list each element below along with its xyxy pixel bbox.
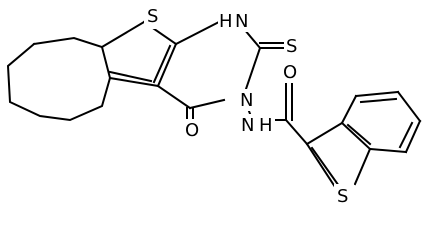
pyrimidine-bond-4 (188, 98, 226, 110)
sulfur-ring-label: S (147, 6, 158, 27)
cyclooctane-ring (6, 36, 112, 122)
atom-labels: S H N S N O N H O S (144, 3, 354, 207)
benzothiophene-ring-double (310, 146, 341, 188)
benzene-double-1 (359, 97, 398, 104)
benzene-5 (368, 147, 408, 154)
ring-oxygen-label: O (185, 120, 199, 141)
thiophene-double-2 (152, 44, 172, 84)
benzothiophene-link (284, 118, 309, 146)
pyrimidine-bond-3 (244, 46, 262, 91)
thiophene-bond-1 (100, 20, 146, 49)
bonds (6, 20, 422, 192)
benzothiophene-ring-1 (305, 121, 344, 146)
carbonyl-oxygen-label: O (283, 62, 297, 83)
benzothiophene-ring-4 (305, 142, 339, 192)
pyrimidine-bond-5 (156, 84, 192, 110)
chemical-structure-canvas: S H N S N O N H O S (6, 3, 422, 207)
thiophene-double-1 (108, 70, 153, 83)
amide-nitrogen-label: N (240, 90, 253, 111)
hydrogen-label: H (219, 11, 233, 32)
pyrimidine-bond-1 (174, 20, 221, 46)
benzene-4 (404, 119, 422, 154)
thiophene-bond-4 (108, 76, 160, 88)
benzene-double-2 (398, 121, 414, 149)
benzene-double-3 (346, 123, 372, 146)
benzene-2 (354, 90, 400, 98)
molecule-diagram: S H N S N O N H O S (6, 3, 422, 207)
amide-hydrogen-label: H (259, 115, 273, 136)
benzothiophene-sulfur-label: S (337, 186, 348, 207)
benzothiophene-ring-3 (353, 147, 372, 186)
thione-sulfur-label: S (286, 36, 297, 57)
benzene-3 (396, 90, 422, 123)
benzothiophene-ring-2 (340, 121, 372, 151)
nitrogen-label: N (235, 11, 248, 32)
benzene-1 (340, 94, 358, 125)
thiophene-bond-3 (156, 42, 178, 88)
amide-nh-nitrogen-label: N (241, 115, 254, 136)
